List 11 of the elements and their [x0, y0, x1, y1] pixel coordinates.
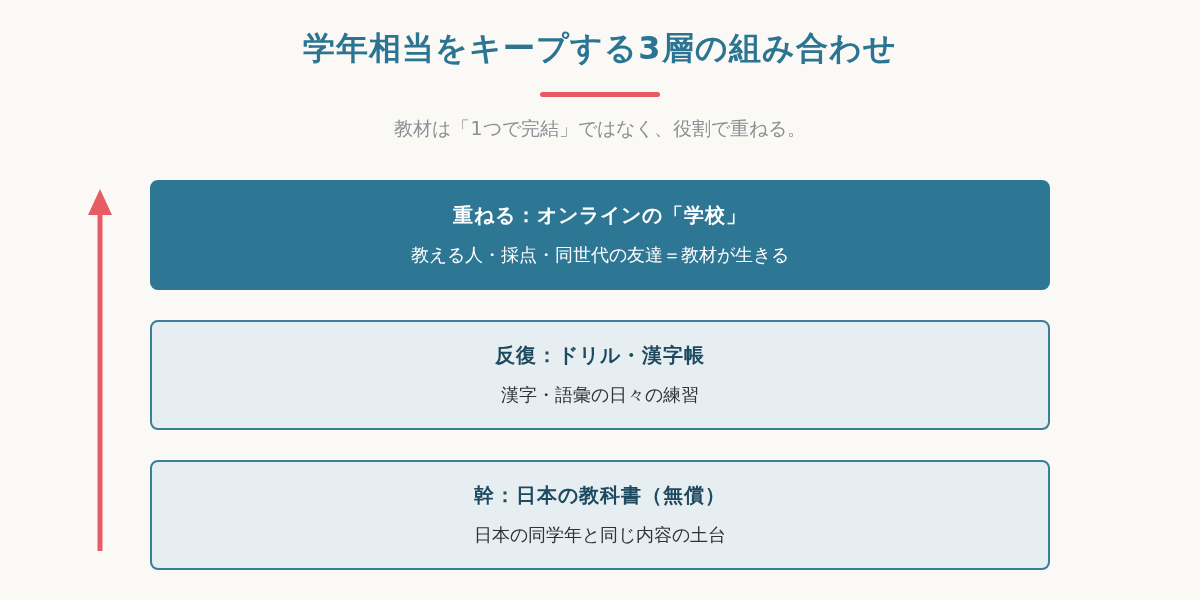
- title: 学年相当をキープする3層の組み合わせ: [303, 29, 897, 67]
- layer-description: 日本の同学年と同じ内容の土台: [474, 523, 726, 547]
- layer-title: 幹：日本の教科書（無償）: [474, 482, 726, 509]
- layer-box: [150, 460, 1050, 570]
- layer-title: 重ねる：オンラインの「学校」: [453, 202, 747, 229]
- layer-title: 反復：ドリル・漢字帳: [495, 342, 705, 369]
- layer-description: 教える人・採点・同世代の友達＝教材が生きる: [411, 243, 789, 267]
- layer-box: [150, 180, 1050, 290]
- layer-description: 漢字・語彙の日々の練習: [501, 383, 699, 407]
- layer-box: [150, 320, 1050, 430]
- subtitle: 教材は「1つで完結」ではなく、役割で重ねる。: [394, 117, 806, 139]
